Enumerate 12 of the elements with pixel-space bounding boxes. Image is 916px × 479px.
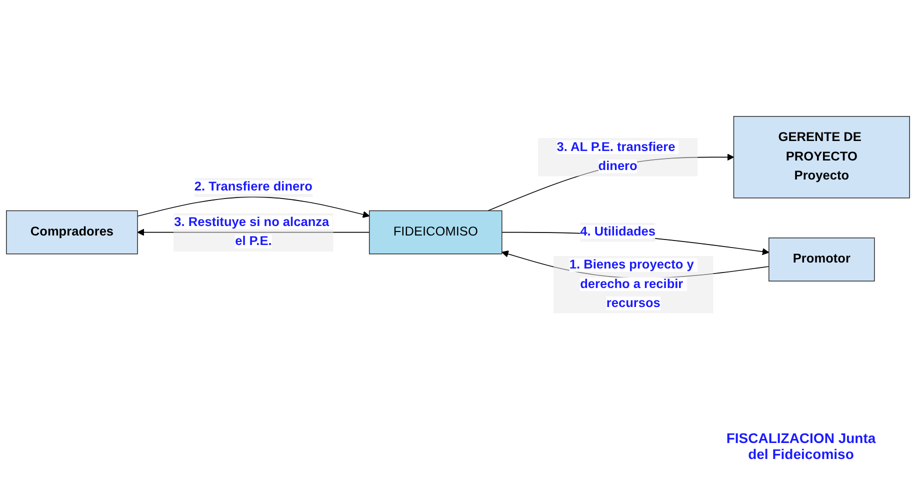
node-box: Promotor (768, 238, 875, 282)
note-text: FISCALIZACION Junta del Fideicomiso (726, 430, 876, 462)
edge-label: 1. Bienes proyecto y derecho a recibir recursos (569, 258, 694, 310)
node-box: FIDEICOMISO (368, 210, 502, 254)
arrow (137, 196, 370, 218)
edge-label: 3. Restituye si no alcanza el P.E. (174, 216, 330, 248)
node-box: GERENTE DE PROYECTO Proyecto (733, 116, 910, 198)
edge-label: 4. Utilidades (580, 225, 656, 239)
edge-label: 3. AL P.E. transfiere dinero (556, 140, 676, 174)
arrow (137, 228, 370, 236)
edge-label: 2. Transfiere dinero (194, 180, 312, 194)
node-box: Compradores (6, 210, 138, 254)
